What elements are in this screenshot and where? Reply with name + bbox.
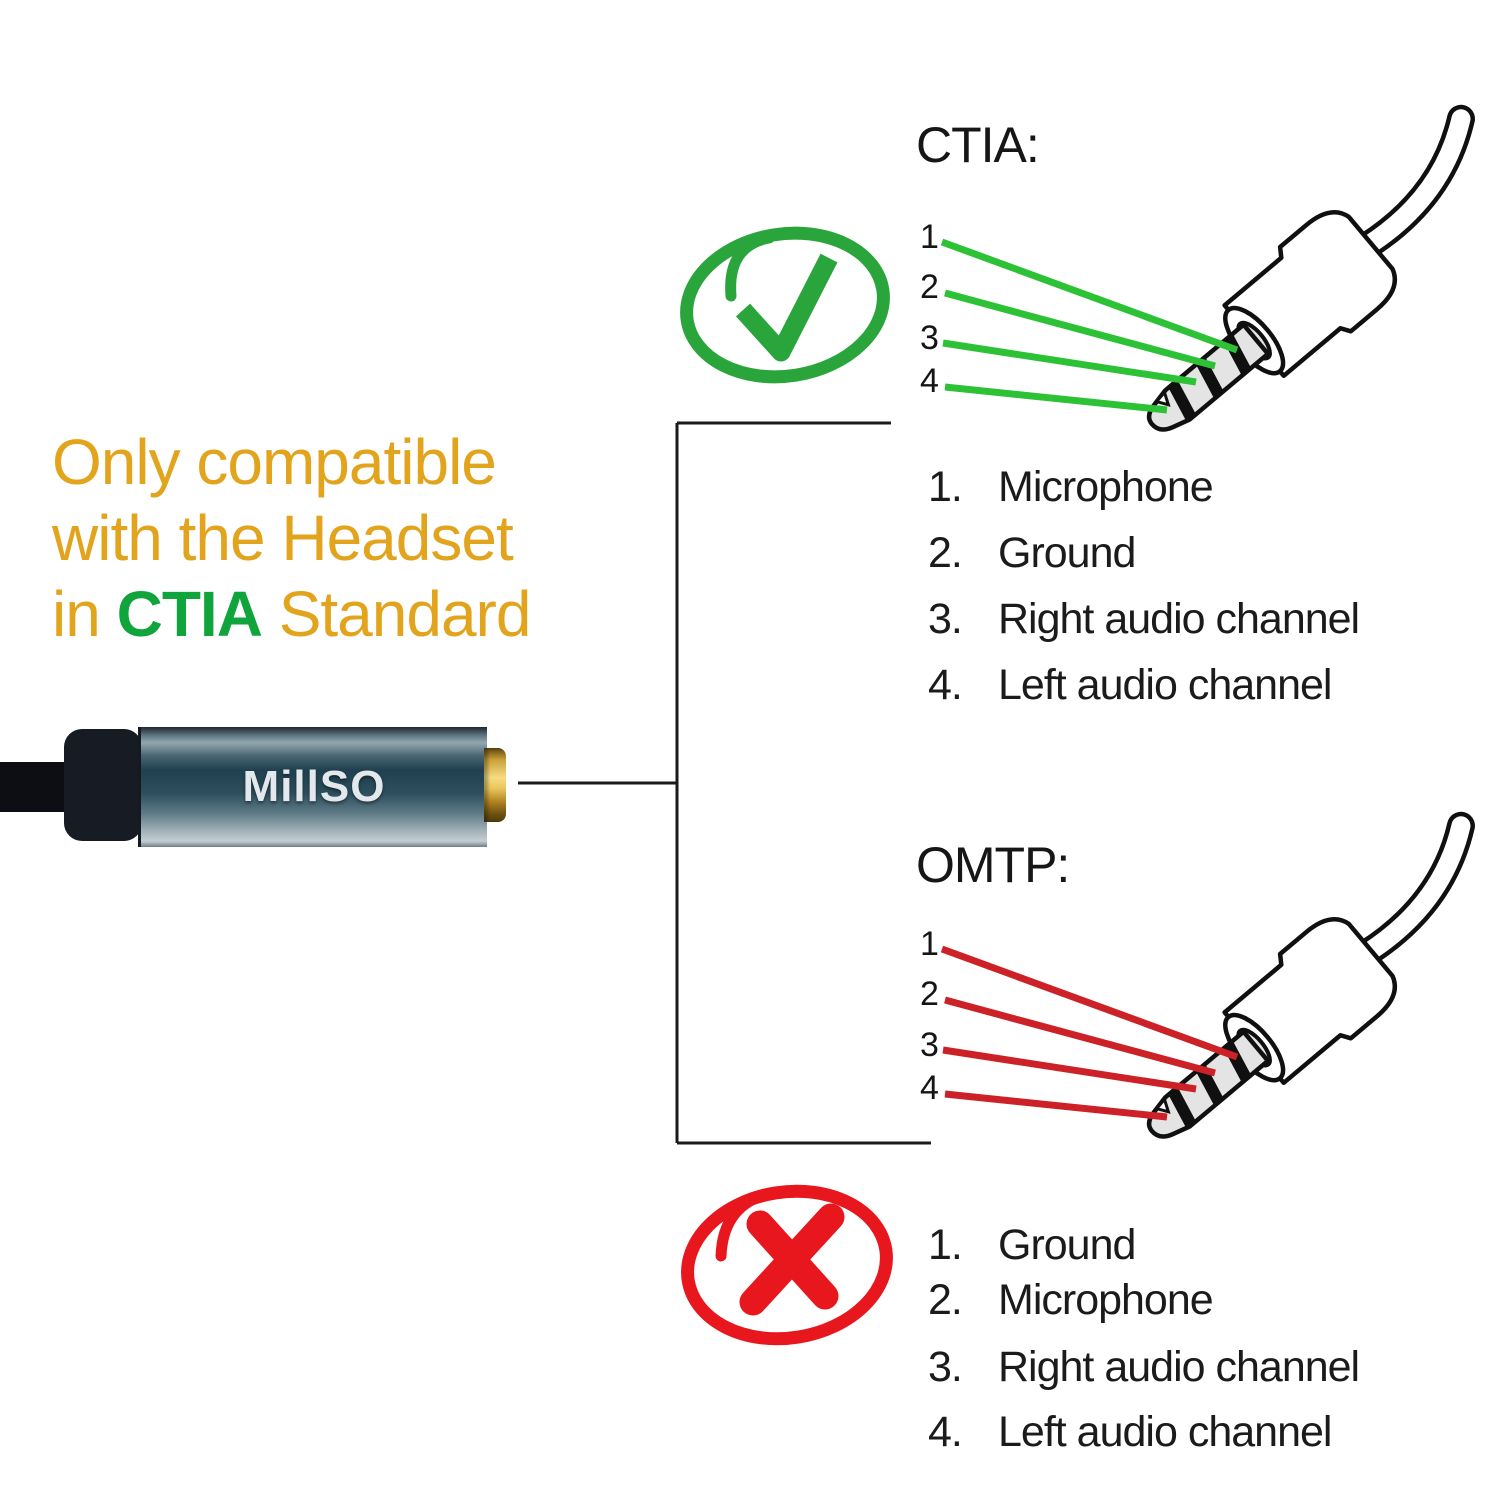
headline: Only compatible with the Headset in CTIA… bbox=[52, 424, 612, 652]
ctia-wire-2 bbox=[944, 289, 1216, 370]
list-item: 2.Ground bbox=[928, 529, 1136, 577]
ctia-wires bbox=[940, 238, 1239, 414]
headline-line2: with the Headset bbox=[52, 502, 514, 574]
omtp-pinout-diagram: 1 2 3 4 bbox=[920, 810, 1500, 1190]
omtp-wire-3 bbox=[942, 1046, 1197, 1093]
omtp-pin-2: 2 bbox=[920, 975, 939, 1013]
headline-ctia-highlight: CTIA bbox=[116, 578, 263, 650]
ctia-pin-list: 1.Microphone 2.Ground 3.Right audio chan… bbox=[928, 464, 1448, 728]
omtp-wire-2 bbox=[944, 996, 1216, 1077]
x-icon bbox=[681, 1184, 893, 1346]
ctia-wire-3 bbox=[942, 339, 1197, 386]
ctia-pin-1: 1 bbox=[920, 218, 939, 256]
ctia-title: CTIA: bbox=[916, 117, 1040, 173]
ctia-pinout-diagram: 1 2 3 4 bbox=[920, 100, 1500, 480]
omtp-wires bbox=[940, 945, 1239, 1121]
omtp-plug-drawing bbox=[1118, 812, 1500, 1175]
list-item: 2.Microphone bbox=[928, 1276, 1214, 1324]
list-item: 1.Microphone bbox=[928, 463, 1214, 511]
adapter-gold-jack bbox=[484, 748, 506, 822]
list-item: 1.Ground bbox=[928, 1221, 1136, 1269]
adapter-strain-relief bbox=[64, 729, 142, 841]
omtp-wire-1 bbox=[940, 945, 1239, 1061]
ctia-wire-4 bbox=[944, 383, 1168, 414]
list-item: 4.Left audio channel bbox=[928, 661, 1332, 709]
adapter-cable bbox=[0, 762, 72, 812]
ctia-wire-1 bbox=[940, 238, 1239, 354]
list-item: 3.Right audio channel bbox=[928, 595, 1360, 643]
ctia-pin-2: 2 bbox=[920, 268, 939, 306]
ctia-pin-3: 3 bbox=[920, 319, 939, 357]
omtp-pin-4: 4 bbox=[920, 1069, 939, 1107]
omtp-title: OMTP: bbox=[916, 837, 1070, 893]
omtp-wire-4 bbox=[944, 1090, 1168, 1121]
omtp-pin-3: 3 bbox=[920, 1026, 939, 1064]
headline-line3: in CTIA Standard bbox=[52, 578, 531, 650]
omtp-pin-list: 1.Ground 2.Microphone 3.Right audio chan… bbox=[928, 1222, 1448, 1455]
omtp-pin-1: 1 bbox=[920, 925, 939, 963]
list-item: 3.Right audio channel bbox=[928, 1343, 1360, 1391]
brand-logo: MillSO bbox=[242, 762, 386, 811]
headline-line1: Only compatible bbox=[52, 426, 497, 498]
check-icon bbox=[680, 226, 890, 384]
adapter-barrel: MillSO bbox=[138, 727, 487, 847]
ctia-pin-4: 4 bbox=[920, 362, 939, 400]
ctia-plug-drawing bbox=[1118, 105, 1500, 468]
list-item: 4.Left audio channel bbox=[928, 1408, 1332, 1456]
